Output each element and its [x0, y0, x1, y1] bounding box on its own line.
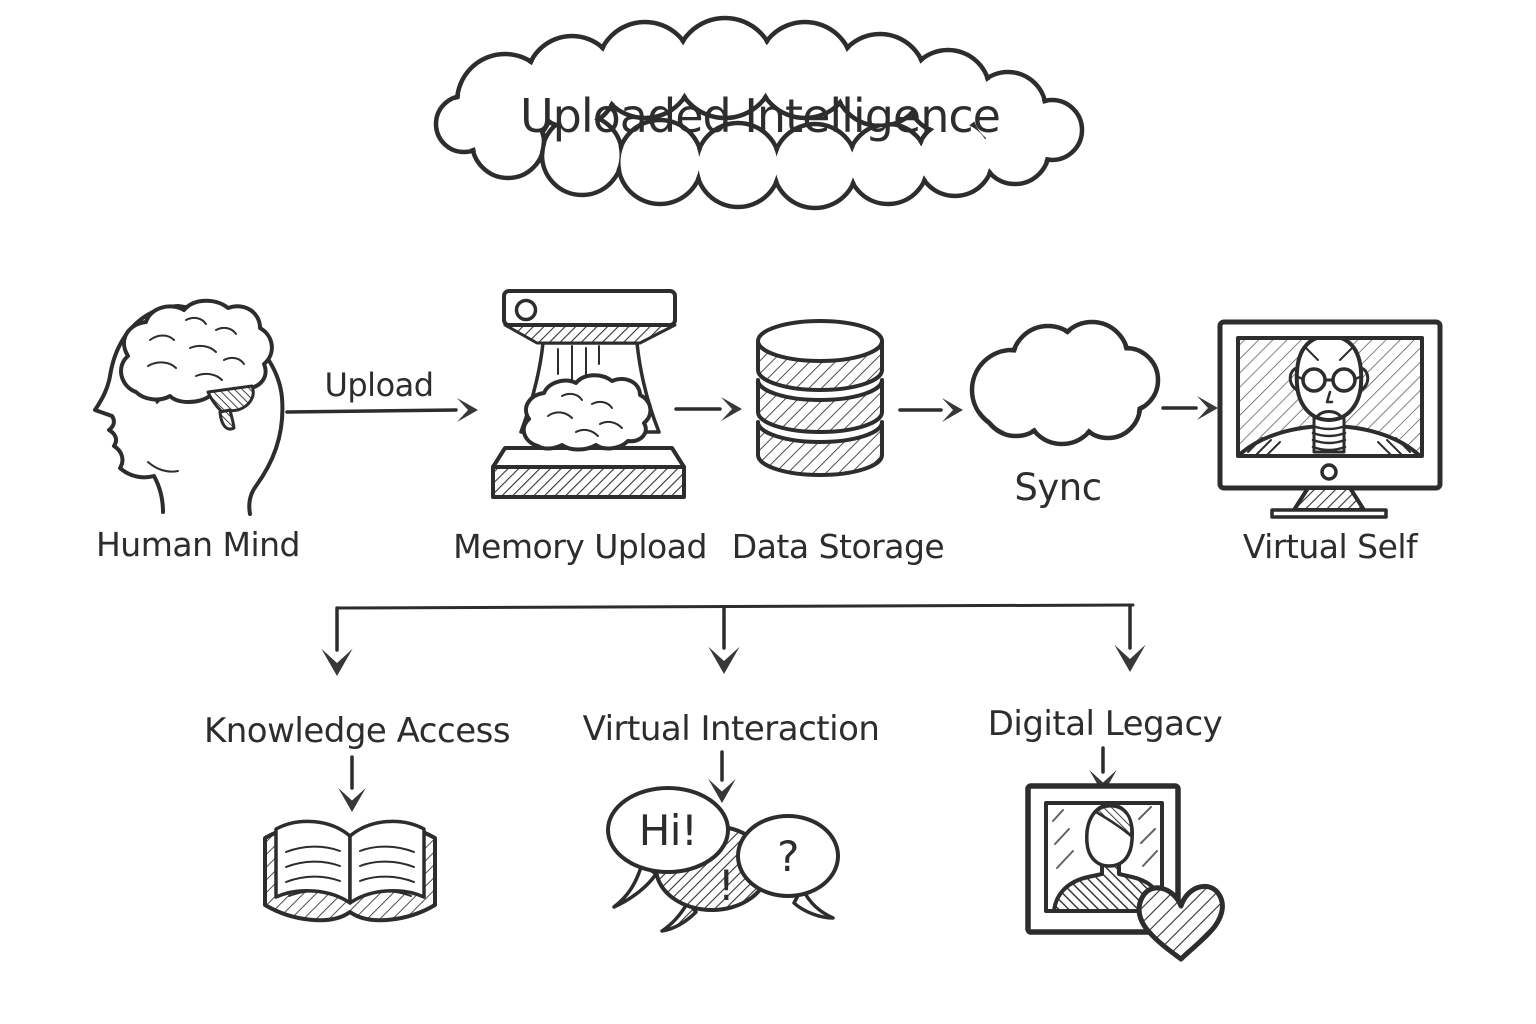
digital-legacy-label: Digital Legacy [988, 704, 1223, 744]
database-icon [756, 319, 884, 477]
knowledge-access-arrow [338, 755, 366, 812]
speech-bubbles-icon: Hi! ! ? [606, 786, 840, 933]
knowledge-access-label: Knowledge Access [204, 711, 510, 751]
heart-icon [1136, 883, 1225, 962]
virtual-interaction-label: Virtual Interaction [583, 709, 880, 749]
exclamation-bubble-text: ! [718, 861, 734, 910]
human-mind-label: Human Mind [96, 525, 300, 564]
digital-legacy-arrow [1089, 746, 1117, 794]
virtual-interaction-arrow [708, 750, 736, 803]
branch-connector [321, 603, 1146, 676]
upload-arrow-label: Upload [324, 366, 433, 404]
brain-scanner-icon [491, 289, 686, 499]
title-cloud: Uploaded Intelligence [433, 15, 1085, 211]
portrait-photo-icon [1025, 783, 1225, 962]
virtual-self-label: Virtual Self [1243, 527, 1419, 566]
diagram-title: Uploaded Intelligence [520, 89, 1000, 143]
sync-label: Sync [1014, 466, 1101, 509]
monitor-robot-icon [1217, 319, 1443, 519]
memory-upload-label: Memory Upload [453, 527, 707, 566]
question-bubble-text: ? [777, 832, 799, 881]
cloud-icon [969, 319, 1161, 447]
flow-arrow-4 [1161, 396, 1218, 420]
flow-arrow-2 [674, 397, 742, 421]
flow-arrow-3 [898, 398, 963, 422]
greeting-bubble-text: Hi! [639, 806, 698, 855]
open-book-icon [263, 819, 437, 923]
upload-arrow [285, 398, 478, 422]
human-head-brain-icon [93, 298, 285, 516]
data-storage-label: Data Storage [732, 527, 944, 566]
